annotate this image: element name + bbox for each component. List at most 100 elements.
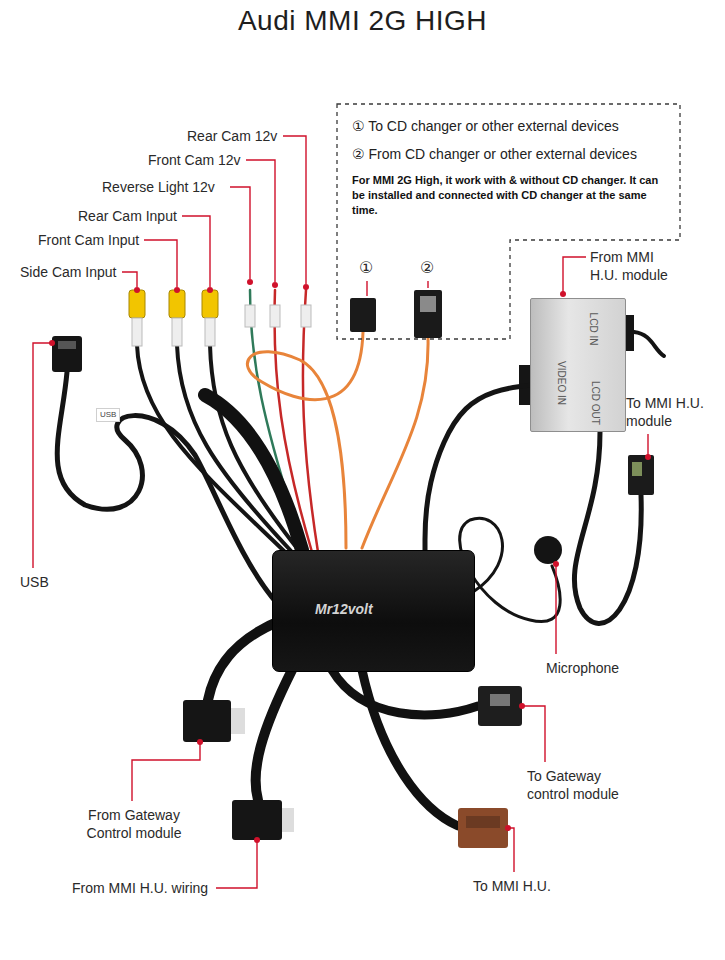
harness-branch [208, 620, 282, 700]
cable-tag [301, 305, 311, 327]
leader-line [522, 706, 545, 762]
leader-dot [272, 282, 278, 288]
port-label: From Gateway Control module [75, 806, 193, 842]
leader-line [230, 187, 250, 279]
usb-port [58, 341, 76, 349]
callout-number: ② [420, 258, 434, 278]
leader-line [555, 564, 556, 654]
connectors [52, 290, 654, 848]
leader-dot [134, 287, 140, 293]
cable-tag [205, 318, 215, 346]
part-label: Microphone [546, 659, 619, 677]
fiber-connector [414, 290, 442, 338]
leader-lines [33, 136, 648, 888]
note-panel: ① To CD changer or other external device… [336, 103, 681, 340]
input-label: Rear Cam Input [78, 207, 177, 225]
main-control-box: Mr12volt [272, 550, 475, 672]
port-label: From MMI H.U. module [590, 248, 675, 284]
callout-number: ① [359, 258, 373, 278]
dashed-outline [336, 103, 681, 340]
harness-branch [332, 670, 478, 715]
cable-connector [425, 385, 530, 550]
leader-line [122, 272, 137, 287]
leader-line [132, 742, 200, 801]
red-wire [303, 290, 318, 552]
port-label: USB [20, 573, 49, 591]
wire-label: Front Cam 12v [148, 151, 241, 169]
leader-dot [519, 703, 525, 709]
cable-tag [172, 318, 182, 346]
port-label: VIDEO IN [555, 361, 567, 405]
leader-dot [197, 739, 203, 745]
wire-label: Reverse Light 12v [102, 178, 215, 196]
dashed-outline [337, 104, 680, 339]
leader-dots [49, 279, 651, 843]
note-text: For MMI 2G High, it work with & without … [352, 173, 667, 218]
plug-detail [466, 816, 500, 828]
cable-tag [270, 305, 280, 327]
input-label: Front Cam Input [38, 231, 139, 249]
leader-dot [645, 454, 651, 460]
leader-dot [174, 287, 180, 293]
leader-line [182, 216, 210, 287]
page-title: Audi MMI 2G HIGH [0, 4, 725, 38]
leader-dot [505, 825, 511, 831]
leader-dot [303, 284, 309, 290]
harness-branch [362, 670, 458, 826]
port-label: To MMI H.U. [473, 877, 551, 895]
connector-latch [420, 296, 436, 312]
leader-line [283, 136, 306, 284]
port-label: To MMI H.U. module [626, 394, 708, 430]
leader-line [427, 281, 428, 288]
microphone [534, 536, 562, 564]
rca-plug [129, 290, 145, 318]
leader-dot [49, 340, 55, 346]
port-label: LCD OUT [589, 381, 601, 425]
lcd-plug [628, 455, 654, 495]
hu-plug [458, 808, 508, 848]
leader-line [366, 281, 367, 296]
plug-pins [231, 708, 245, 734]
main-harness [205, 395, 302, 550]
fiber-cable [247, 332, 363, 548]
fiber-cable [362, 338, 428, 548]
rca-plug [202, 290, 218, 318]
input-label: Side Cam Input [20, 263, 117, 281]
gateway-out-plug [478, 686, 522, 726]
plug-pins [282, 808, 294, 832]
gateway-in-plug [183, 700, 231, 742]
leader-line [647, 434, 648, 455]
module-pigtail [634, 332, 664, 356]
usb-cable [57, 372, 276, 602]
note-text: ② From CD changer or other external devi… [352, 145, 667, 163]
port-label: From MMI H.U. wiring [72, 879, 208, 897]
leader-dot [247, 279, 253, 285]
port-label: To Gateway control module [527, 767, 642, 803]
leader-line [216, 840, 257, 888]
usb-plug [52, 336, 82, 372]
cable-tag [132, 318, 142, 346]
leader-dot [207, 287, 213, 293]
leader-line [508, 828, 514, 872]
hu-wiring-plug [232, 800, 282, 840]
leader-line [144, 240, 177, 287]
lcd-plug-pins [632, 462, 642, 476]
cable-tag: USB [96, 408, 120, 422]
rca-plug [169, 290, 185, 318]
lcd-interface-module: LCD IN VIDEO IN LCD OUT [530, 298, 626, 432]
cable-tag [245, 305, 255, 327]
wire-label: Rear Cam 12v [187, 127, 277, 145]
port-label: LCD IN [587, 313, 599, 346]
brand-logo: Mr12volt [315, 601, 373, 617]
leader-dot [254, 837, 260, 843]
leader-line [563, 257, 586, 294]
leader-line [33, 343, 52, 568]
leader-dot [553, 561, 559, 567]
fiber-connector [350, 298, 376, 332]
leader-dot [560, 291, 566, 297]
harness-branch [256, 670, 292, 800]
note-text: ① To CD changer or other external device… [352, 117, 667, 135]
plug-detail [490, 694, 510, 706]
cables [57, 290, 664, 826]
